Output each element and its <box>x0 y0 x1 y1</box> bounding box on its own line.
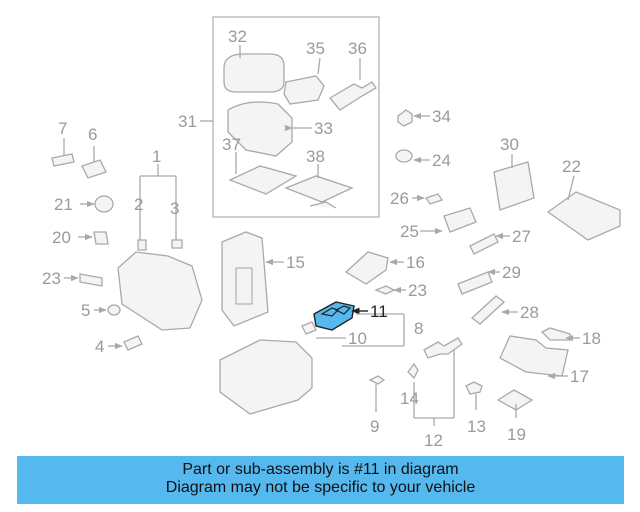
callout-30: 30 <box>500 135 519 154</box>
clip-14-part <box>407 362 419 380</box>
callout-8: 8 <box>414 319 423 338</box>
bolt-34-part <box>397 109 413 127</box>
callout-35: 35 <box>306 39 325 58</box>
callout-16: 16 <box>406 253 425 272</box>
lower-console-part <box>219 339 313 415</box>
callout-15: 15 <box>286 253 305 272</box>
part-11-detail <box>320 305 352 317</box>
switch-25-part <box>443 207 477 233</box>
callout-5: 5 <box>81 301 90 320</box>
clip-20-part <box>93 231 109 245</box>
callout-20: 20 <box>52 228 71 247</box>
callout-13: 13 <box>467 417 486 436</box>
callout-12: 12 <box>424 431 443 450</box>
armrest-base-part <box>227 101 293 157</box>
callout-23-left: 23 <box>42 269 61 288</box>
tray-liner-part <box>284 175 354 209</box>
armrest-group-box <box>212 16 380 218</box>
screw-26-part <box>424 193 444 205</box>
diagram-caption-banner: Part or sub-assembly is #11 in diagram D… <box>17 456 624 504</box>
bolt-18-part <box>540 327 571 341</box>
callout-2: 2 <box>134 195 143 214</box>
armrest-lid-part <box>223 53 285 93</box>
callout-17: 17 <box>570 367 589 386</box>
cup-holder-17-part <box>499 335 569 377</box>
callout-21: 21 <box>54 195 73 214</box>
callout-3: 3 <box>170 199 179 218</box>
bracket-27-part <box>469 233 499 255</box>
pad-19-part <box>496 389 534 411</box>
callout-31: 31 <box>178 112 197 131</box>
console-tray-22-part <box>546 191 621 241</box>
callout-34: 34 <box>432 107 451 126</box>
trim-28-part <box>470 295 506 325</box>
callout-9: 9 <box>370 417 379 436</box>
callout-7: 7 <box>58 119 67 138</box>
callout-27: 27 <box>512 227 531 246</box>
panel-30-part <box>493 161 535 211</box>
callout-1: 1 <box>152 147 161 166</box>
trim-16-part <box>344 251 389 285</box>
callout-25: 25 <box>400 222 419 241</box>
callout-22: 22 <box>562 157 581 176</box>
callout-11: 11 <box>370 302 388 321</box>
bolt-13-part <box>465 381 483 395</box>
callout-14: 14 <box>400 389 419 408</box>
caption-line-disclaimer: Diagram may not be specific to your vehi… <box>165 479 476 496</box>
callout-19: 19 <box>507 425 526 444</box>
callout-26: 26 <box>390 189 409 208</box>
cap-21-part <box>94 195 114 213</box>
pad-7-part <box>51 153 75 167</box>
callout-4: 4 <box>95 337 104 356</box>
clip-3-part <box>171 239 183 249</box>
pad-10-part <box>301 321 317 335</box>
callout-18: 18 <box>582 329 601 348</box>
callout-24: 24 <box>432 151 451 170</box>
callout-36: 36 <box>348 39 367 58</box>
parts-diagram: 1 2 3 4 5 6 7 8 9 10 11 12 13 14 15 16 1… <box>42 16 621 450</box>
bolt-9-part <box>368 375 386 385</box>
clip-24-part <box>395 149 413 163</box>
bolt-2-part <box>137 239 147 251</box>
callout-33: 33 <box>314 119 333 138</box>
callout-38: 38 <box>306 147 325 166</box>
bolt-23-right-part <box>374 285 396 295</box>
callout-32: 32 <box>228 27 247 46</box>
pad-6-part <box>81 159 107 179</box>
caption-line-part-number: Part or sub-assembly is #11 in diagram <box>182 461 459 478</box>
panel-29-part <box>457 271 493 295</box>
console-body-part <box>117 251 203 331</box>
callout-28: 28 <box>520 303 539 322</box>
callout-10: 10 <box>348 329 367 348</box>
callout-37: 37 <box>222 135 241 154</box>
callout-29: 29 <box>502 263 521 282</box>
storage-tray-part <box>228 165 298 195</box>
armrest-hinge-part <box>283 75 325 105</box>
armrest-latch-part <box>329 81 377 111</box>
bolt-23-left-part <box>79 273 103 287</box>
part-11-highlighted[interactable] <box>313 301 355 331</box>
panel-15-part <box>221 231 269 327</box>
callout-23-right: 23 <box>408 281 427 300</box>
grommet-5-part <box>107 304 121 316</box>
bracket-12-part <box>423 337 463 359</box>
callout-6: 6 <box>88 125 97 144</box>
bolt-4-part <box>123 335 143 351</box>
